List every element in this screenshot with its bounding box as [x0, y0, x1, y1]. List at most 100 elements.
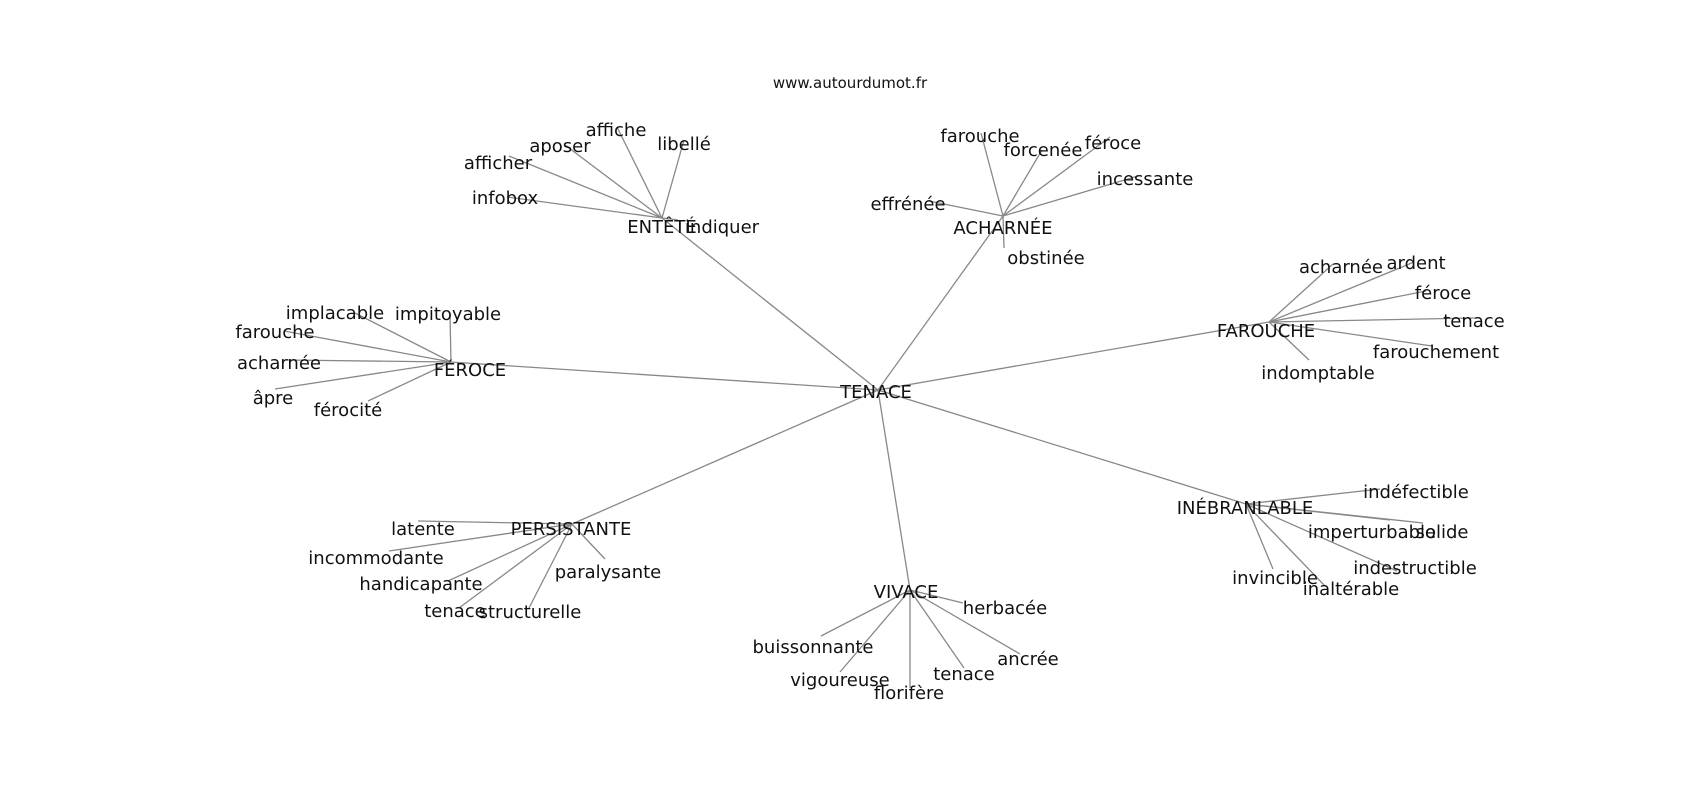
leaf-word: aposer: [529, 136, 591, 157]
edge-center-to-hub: [877, 321, 1270, 391]
leaf-word: farouchement: [1373, 342, 1499, 363]
edge-hub-to-leaf: [1002, 215, 1005, 249]
edge-hub-to-leaf: [458, 523, 573, 609]
edge-hub-to-leaf: [839, 589, 911, 673]
graph-edges: [274, 126, 1475, 688]
edge-hub-to-leaf: [928, 200, 1004, 217]
edge-hub-to-leaf: [1002, 175, 1139, 217]
leaf-word: tenace: [1443, 311, 1505, 332]
leaf-word: herbacée: [963, 598, 1047, 619]
leaf-word: buissonnante: [753, 637, 874, 658]
leaf-word: vigoureuse: [790, 670, 889, 691]
edge-hub-to-leaf: [820, 589, 911, 637]
edge-hub-to-leaf: [388, 523, 573, 552]
leaf-word: afficher: [464, 153, 533, 174]
edge-hub-to-leaf: [909, 589, 1021, 655]
edge-hub-to-leaf: [661, 139, 685, 219]
edge-hub-to-leaf: [661, 217, 679, 221]
leaf-word: florifère: [874, 683, 944, 704]
hub-word: INÉBRANLABLE: [1177, 497, 1314, 519]
hub-word: VIVACE: [874, 582, 939, 603]
edge-center-to-hub: [450, 361, 879, 391]
leaf-word: indéfectible: [1363, 482, 1469, 503]
edge-hub-to-leaf: [1268, 321, 1433, 347]
edge-hub-to-leaf: [1245, 503, 1274, 570]
edge-center-to-hub: [661, 217, 879, 391]
leaf-word: tenace: [933, 664, 995, 685]
leaf-word: handicapante: [359, 574, 482, 595]
leaf-word: impitoyable: [395, 304, 501, 325]
edge-hub-to-leaf: [1268, 261, 1415, 323]
leaf-word: structurelle: [479, 602, 582, 623]
leaf-word: incessante: [1097, 169, 1194, 190]
edge-center-to-hub: [571, 389, 879, 525]
leaf-word: incommodante: [308, 548, 443, 569]
leaf-word: latente: [391, 519, 455, 540]
edge-hub-to-leaf: [1002, 136, 1111, 217]
leaf-word: paralysante: [555, 562, 662, 583]
leaf-word: féroce: [1415, 283, 1471, 304]
leaf-word: indiquer: [685, 217, 760, 238]
edge-hub-to-leaf: [1268, 263, 1334, 323]
edge-hub-to-leaf: [528, 523, 573, 609]
leaf-word: féroce: [1085, 133, 1141, 154]
edge-hub-to-leaf: [909, 589, 964, 604]
edge-hub-to-leaf: [447, 523, 573, 582]
edge-hub-to-leaf: [508, 155, 663, 219]
edge-hub-to-leaf: [449, 314, 452, 363]
edge-hub-to-leaf: [1245, 503, 1424, 524]
leaf-word: acharnée: [1299, 257, 1383, 278]
leaf-word: inaltérable: [1303, 579, 1400, 600]
leaf-word: libellé: [657, 134, 711, 155]
edge-hub-to-leaf: [571, 523, 606, 560]
edge-hub-to-leaf: [285, 359, 452, 363]
leaf-word: imperturbable: [1308, 522, 1436, 543]
edge-hub-to-leaf: [1245, 503, 1326, 587]
leaf-word: implacable: [286, 303, 384, 324]
leaf-word: invincible: [1232, 568, 1318, 589]
edge-hub-to-leaf: [1245, 488, 1381, 505]
edge-hub-to-leaf: [1268, 290, 1427, 323]
edge-hub-to-leaf: [1245, 503, 1398, 572]
graph-labels: www.autourdumot.fr afficheraposeraffiche…: [235, 74, 1504, 704]
edge-hub-to-leaf: [564, 144, 663, 219]
leaf-word: ardent: [1386, 253, 1445, 274]
edge-center-to-hub: [877, 389, 1247, 505]
hub-word: ACHARNÉE: [953, 217, 1052, 239]
leaf-word: farouche: [235, 322, 314, 343]
edge-hub-to-leaf: [1268, 317, 1475, 323]
edge-center-to-hub: [877, 389, 911, 591]
leaf-word: effrénée: [870, 194, 945, 215]
hub-word: FÉROCE: [434, 359, 506, 381]
leaf-word: obstinée: [1007, 248, 1084, 269]
edge-hub-to-leaf: [367, 361, 452, 402]
center-word: TENACE: [839, 382, 912, 403]
edge-hub-to-leaf: [274, 361, 452, 390]
edge-hub-to-leaf: [909, 589, 965, 669]
edge-hub-to-leaf: [1002, 149, 1043, 217]
edge-hub-to-leaf: [980, 132, 1004, 217]
edge-hub-to-leaf: [506, 196, 663, 219]
leaf-word: forcenée: [1004, 140, 1083, 161]
edge-hub-to-leaf: [283, 330, 452, 363]
leaf-word: affiche: [586, 120, 647, 141]
leaf-word: indestructible: [1353, 558, 1477, 579]
leaf-word: acharnée: [237, 353, 321, 374]
edge-hub-to-leaf: [417, 520, 573, 525]
edge-hub-to-leaf: [1268, 321, 1310, 361]
leaf-word: âpre: [253, 388, 294, 409]
site-url: www.autourdumot.fr: [773, 74, 928, 92]
leaf-word: farouche: [940, 126, 1019, 147]
leaf-word: ancrée: [997, 649, 1059, 670]
leaf-word: tenace: [424, 601, 486, 622]
leaf-word: férocité: [314, 400, 382, 421]
edge-hub-to-leaf: [354, 312, 452, 363]
edge-center-to-hub: [877, 215, 1004, 391]
leaf-word: solide: [1416, 522, 1469, 543]
edge-hub-to-leaf: [616, 126, 663, 219]
hub-word: FAROUCHE: [1217, 321, 1315, 342]
leaf-word: infobox: [472, 188, 539, 209]
leaf-word: indomptable: [1261, 363, 1374, 384]
hub-word: ENTÊTÉ: [627, 216, 697, 238]
